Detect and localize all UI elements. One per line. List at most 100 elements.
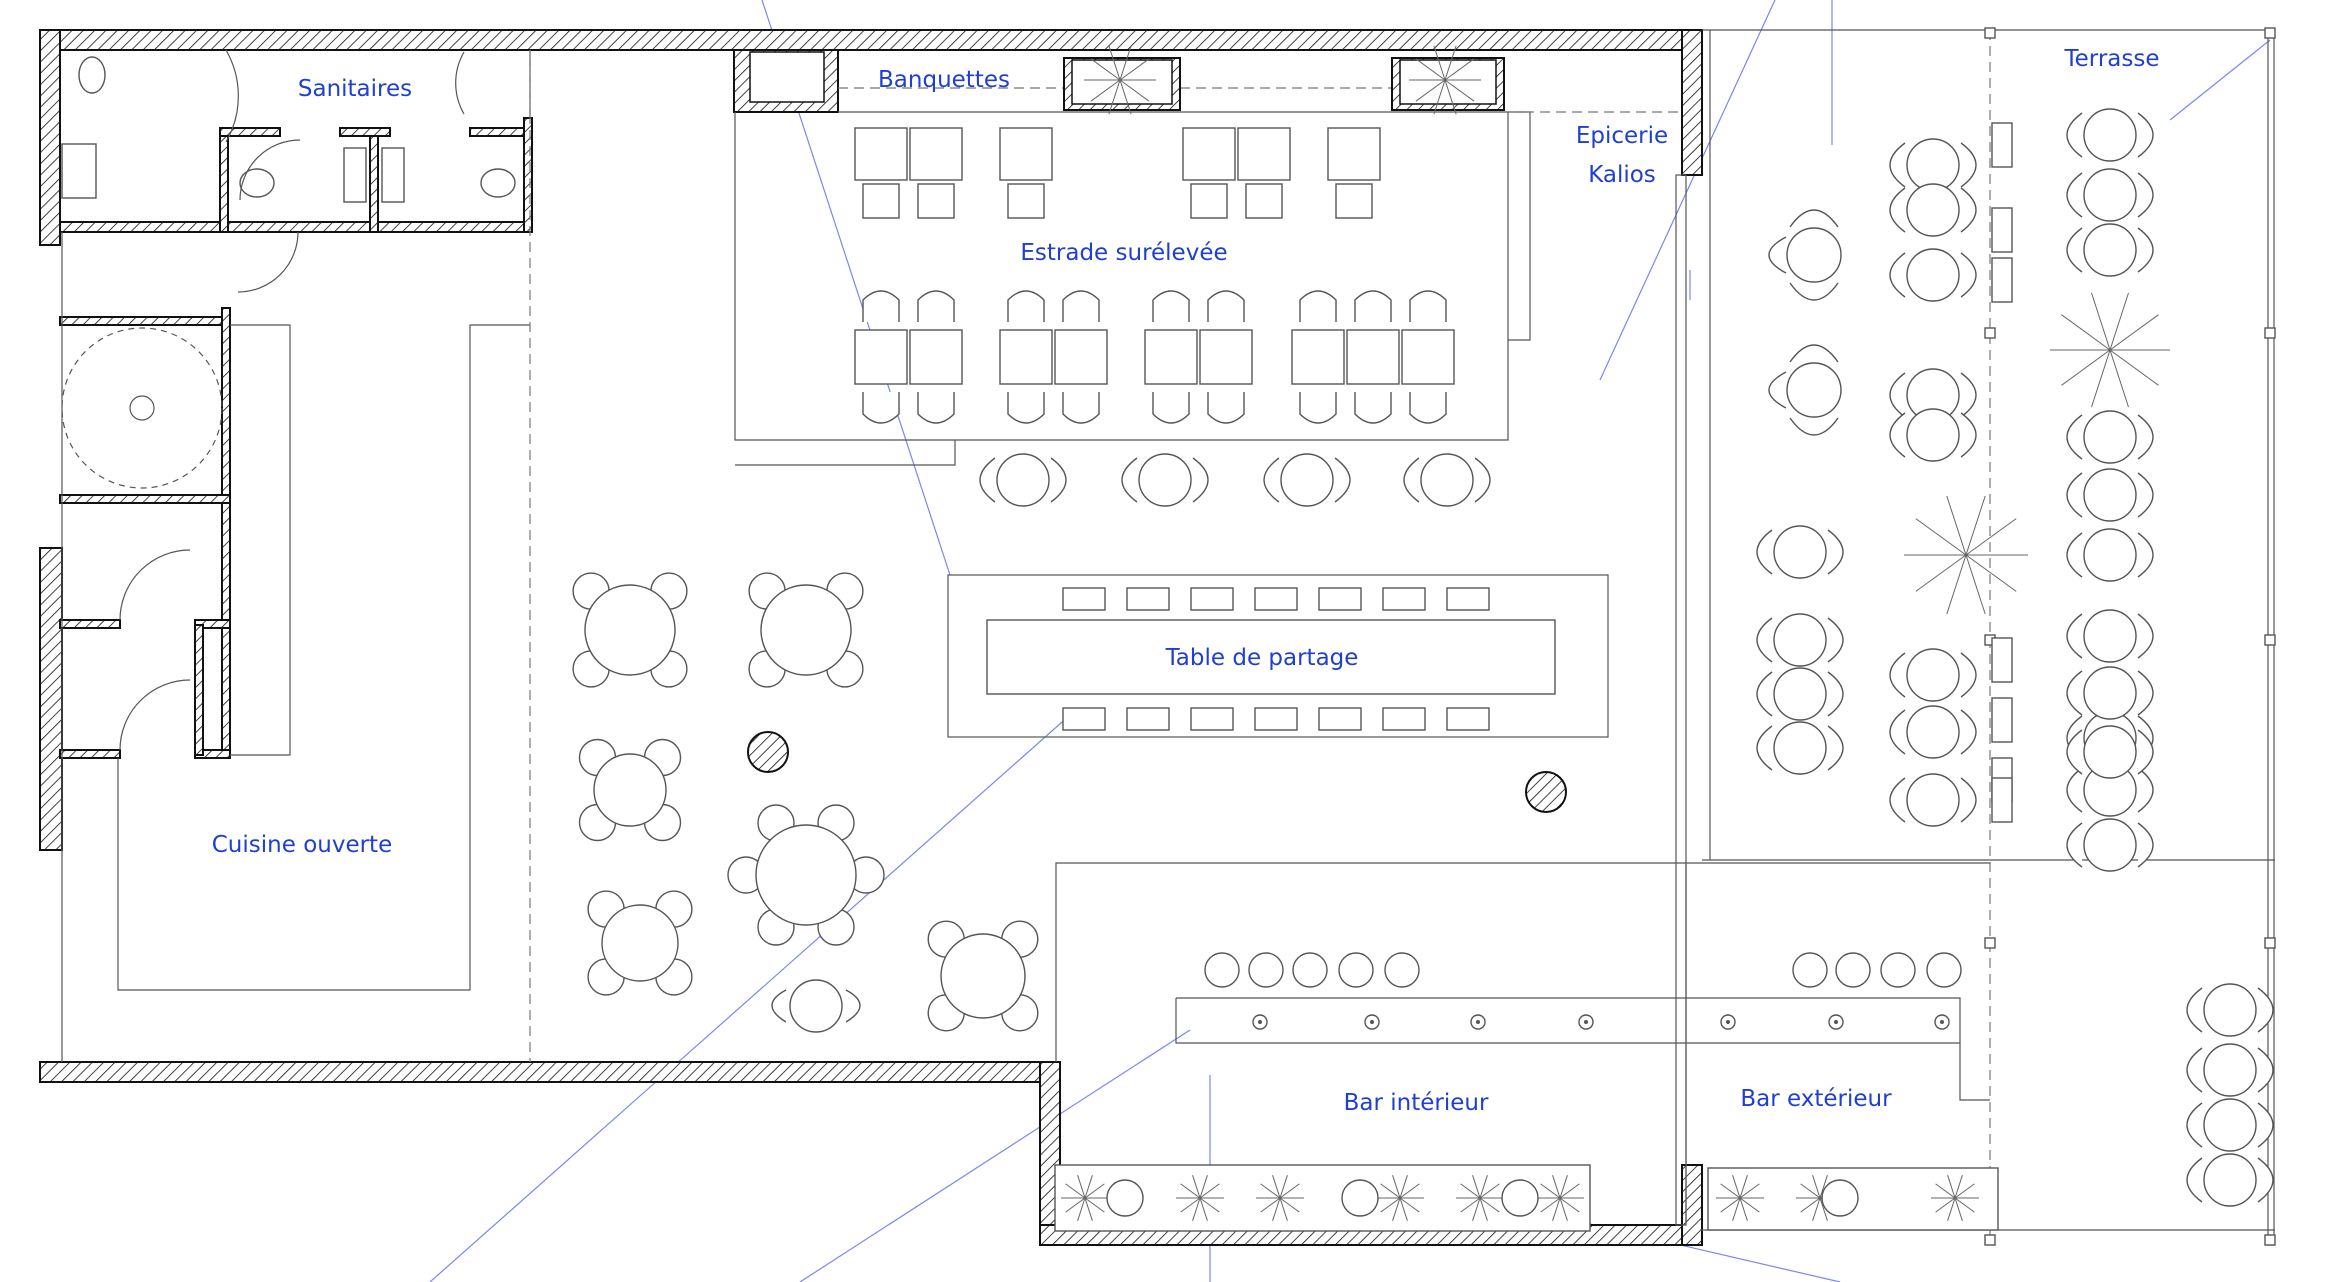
chair [1062,392,1100,424]
chair [1192,457,1209,503]
chair [1409,290,1447,322]
chair [845,989,861,1023]
plant [1380,1183,1401,1199]
chair [2066,613,2083,659]
plant [1819,1197,1828,1221]
chair [2066,767,2083,813]
chair [1007,392,1045,424]
chair [2186,1157,2203,1203]
round-table [1906,705,1960,759]
chair [1789,282,1839,301]
bar-stool [1248,952,1284,988]
round-table [2083,725,2137,779]
partage-stools [1062,587,1490,731]
plant [1090,79,1121,102]
plant [1090,58,1121,81]
chair [979,457,996,503]
chair [1789,344,1839,363]
round-table [2083,528,2137,582]
plant [1559,1197,1580,1213]
square-table [1346,329,1400,385]
plant [1119,58,1150,81]
planters [1061,45,2170,1221]
round-table [760,584,852,676]
plant [1720,1183,1741,1199]
plant [1084,1175,1093,1199]
bar-stool [1926,952,1962,988]
chair [1789,209,1839,228]
label-banquettes: Banquettes [878,67,1010,93]
chair [1007,183,1045,219]
plant [1399,1183,1420,1199]
plant [1954,1197,1975,1213]
chair [1354,290,1392,322]
square-table [1182,127,1236,181]
plant-pot [1341,1179,1379,1217]
estrade-platform [734,57,1680,466]
chair [1889,412,1906,458]
label-bar-exterieur: Bar extérieur [1740,1086,1892,1112]
chair [1334,457,1351,503]
chair [1889,252,1906,298]
plant [1965,495,1986,556]
square-table [854,329,908,385]
plant [1460,1197,1481,1213]
chair [862,183,900,219]
chair [2137,613,2154,659]
round-table [601,904,679,982]
plant [1084,1197,1093,1221]
plant [1460,1183,1481,1199]
chair [1960,187,1977,233]
plant [1415,79,1446,102]
plant [1915,518,1967,556]
plant [1732,1175,1741,1199]
chair [2257,1102,2274,1148]
plant [1108,45,1121,81]
chair [1190,183,1228,219]
chair [2066,670,2083,716]
chair [1960,777,1977,823]
stool [1446,707,1490,731]
bar-stool [1338,952,1374,988]
square-table [909,127,963,181]
plant [2061,349,2111,386]
chair [1889,372,1906,418]
chair [2186,1047,2203,1093]
chair [2066,472,2083,518]
chair [2137,822,2154,868]
plant [1199,1197,1208,1221]
plant [1552,1197,1561,1221]
plant [1540,1183,1561,1199]
plant [1947,1175,1956,1199]
plant [1084,1197,1105,1213]
plant [1479,1197,1500,1213]
label-estrade: Estrade surélevée [1020,240,1227,266]
bench [1991,122,2013,168]
stool [1318,707,1362,731]
chair [2137,670,2154,716]
round-table [2203,983,2257,1037]
round-table [2083,818,2137,872]
round-table [1906,773,1960,827]
square-table [999,329,1053,385]
chair [1960,372,1977,418]
bench [1991,257,2013,303]
square-table [1054,329,1108,385]
square-table [1327,127,1381,181]
chair [1889,187,1906,233]
bar-stool [1792,952,1828,988]
plant [1552,1175,1561,1199]
chair [1756,529,1773,575]
square-table [1291,329,1345,385]
plant [1800,1197,1821,1213]
plant [1279,1197,1288,1221]
stool [1126,587,1170,611]
bar-stools [1204,952,1962,1030]
chair [1007,290,1045,322]
stool [1446,587,1490,611]
tap [1476,1020,1480,1024]
stool [1318,587,1362,611]
chair [1474,457,1491,503]
chair [1960,412,1977,458]
chair [1768,371,1787,409]
